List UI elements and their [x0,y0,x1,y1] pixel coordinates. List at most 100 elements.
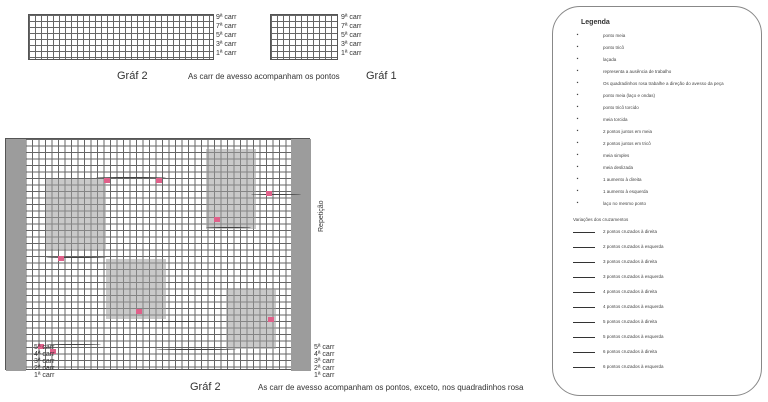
top-chart-2-title: Gráf 2 [117,70,148,82]
legend-symbol-icon: ▪ [576,200,579,206]
pink-square [104,178,110,183]
cable-icon [573,367,595,368]
main-chart [5,138,311,371]
main-row-label-5-right: 5ª carr [314,344,335,351]
top-row-label-5-b: 5ª carr [341,32,362,39]
top-row-label-9: 9ª carr [216,14,237,21]
legend-item-label: laço no mesmo ponto [603,201,647,206]
legend-symbol-icon: ▪ [576,32,579,38]
main-row-label-3-right: 3ª carr [314,358,335,365]
shaded-region [226,289,276,349]
cable-icon [573,247,595,248]
legend-cross-label: 3 pontos cruzados à esquerda [603,274,664,279]
cable-icon [573,352,595,353]
legend-item-label: Os quadradinhos rosa trabalhe a direção … [603,81,724,86]
legend-item-label: ponto tricô [603,45,625,50]
legend-item-label: meia deslizada [603,165,634,170]
legend-symbol-icon: ▪ [576,80,579,86]
main-row-label-3: 3ª carr [34,358,55,365]
main-row-label-2: 2ª carr [34,365,55,372]
cable-icon [573,262,595,263]
main-row-label-5: 5ª carr [34,344,55,351]
shaded-region [6,139,26,371]
cable-cross [156,349,236,350]
pink-square [136,309,142,314]
legend-item-label: meia simples [603,153,630,158]
main-note: As carr de avesso acompanham os pontos, … [258,383,524,392]
legend-subtitle-label: Variações dos cruzamentos [573,217,629,222]
top-row-label-3-b: 3ª carr [341,41,362,48]
cable-cross [136,321,206,322]
legend-cross-label: 2 pontos cruzados à direita [603,229,658,234]
top-row-label-9-b: 9ª carr [341,14,362,21]
legend-item-label: ponto tricô torcido [603,105,639,110]
top-note: As carr de avesso acompanham os pontos [188,72,340,81]
top-chart-1 [270,14,338,60]
main-row-label-2-right: 2ª carr [314,365,335,372]
legend-cross-label: 5 pontos cruzados à esquerda [603,334,664,339]
pink-square [214,217,220,222]
shaded-region [291,139,311,371]
shaded-region [206,149,256,229]
legend-symbol-icon: ▪ [576,140,579,146]
legend-cross-label: 4 pontos cruzados à direita [603,289,658,294]
top-row-label-3: 3ª carr [216,41,237,48]
legend-item-label: 1 aumento à direita [603,177,642,182]
legend-item-label: representa a ausência de trabalho [603,69,672,74]
legend-panel: Legenda ▪ ponto meia ▪ ponto tricô ▪ laçada ▪ r… [552,6,762,396]
cable-cross [96,177,166,178]
main-chart-title: Gráf 2 [190,381,221,393]
top-row-label-1-b: 1ª carr [341,50,362,57]
legend-symbol-icon: ▪ [576,56,579,62]
main-row-label-1: 1ª carr [34,372,55,379]
cable-icon [573,277,595,278]
pink-square [156,178,162,183]
pink-square [268,317,274,322]
legend-item-label: laçada [603,57,617,62]
legend-item-label: meia torcida [603,117,628,122]
top-chart-1-title: Gráf 1 [366,70,397,82]
legend-cross-label: 5 pontos cruzados à direita [603,319,658,324]
top-row-label-1: 1ª carr [216,50,237,57]
legend-item-label: 2 pontos juntos em meia [603,129,653,134]
cable-icon [573,337,595,338]
legend-symbol-icon: ▪ [576,188,579,194]
legend-symbol-icon: ▪ [576,152,579,158]
main-row-label-1-right: 1ª carr [314,372,335,379]
top-row-label-7: 7ª carr [216,23,237,30]
legend-item-label: 2 pontos juntos em tricô [603,141,651,146]
legend-cross-label: 6 pontos cruzados à direita [603,349,658,354]
legend-item-label: 1 aumento à esquerda [603,189,649,194]
pink-square [50,349,56,354]
legend-symbol-icon: ▪ [576,68,579,74]
legend-item-label: ponto meia [603,33,626,38]
pink-square [266,191,272,196]
legend-cross-label: 4 pontos cruzados à esquerda [603,304,664,309]
top-chart-2 [28,14,214,60]
legend-item-label: ponto meia (laço e ondas) [603,93,656,98]
cable-cross [46,257,106,258]
legend-title: Legenda [581,19,610,26]
legend-symbol-icon: ▪ [576,128,579,134]
main-row-label-4-right: 4ª carr [314,351,335,358]
legend-cross-label: 6 pontos cruzados à esquerda [603,364,664,369]
legend-cross-label: 2 pontos cruzados à esquerda [603,244,664,249]
legend-symbol-icon: ▪ [576,116,579,122]
top-row-label-7-b: 7ª carr [341,23,362,30]
cable-icon [573,292,595,293]
cable-icon [573,307,595,308]
cable-icon [573,232,595,233]
pink-square [58,256,64,261]
cable-icon [573,322,595,323]
cable-cross [251,194,301,195]
legend-symbol-icon: ▪ [576,176,579,182]
shaded-region [46,179,106,249]
legend-symbol-icon: ▪ [576,92,579,98]
cable-cross [46,344,101,345]
pink-square [38,344,44,349]
main-row-label-4: 4ª carr [34,351,55,358]
cable-cross [206,227,251,228]
repeat-label: Repetição [318,200,325,232]
legend-cross-label: 3 pontos cruzados à direita [603,259,658,264]
legend-symbol-icon: ▪ [576,164,579,170]
